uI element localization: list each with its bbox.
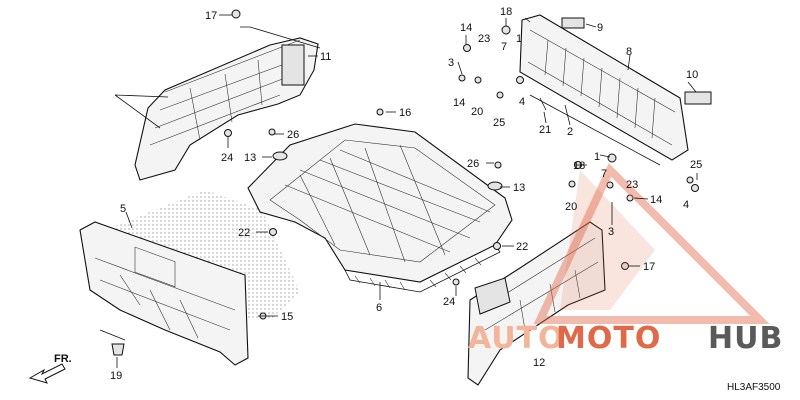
- callout-2: 2: [567, 126, 573, 138]
- callout-12: 12: [533, 357, 545, 369]
- callout-14-mid: 14: [453, 97, 465, 109]
- watermark-triangle: [560, 170, 655, 310]
- latch-part-10: [684, 91, 712, 105]
- callout-17: 17: [205, 10, 217, 22]
- watermark-moto: MOTO: [556, 321, 661, 356]
- diagram-code: HL3AF3500: [727, 382, 781, 393]
- callout-18-lower: 18: [573, 160, 585, 172]
- callout-17-lower: 17: [643, 261, 655, 273]
- callout-13-right: 13: [513, 182, 525, 194]
- callout-25-top: 25: [493, 117, 505, 129]
- callout-18-top: 18: [500, 6, 512, 18]
- callout-13: 13: [244, 152, 256, 164]
- callout-23-top: 23: [478, 33, 490, 45]
- callout-20-lower: 20: [565, 201, 577, 213]
- callout-24: 24: [221, 152, 233, 164]
- callout-5: 5: [120, 203, 126, 215]
- callout-9: 9: [597, 22, 603, 34]
- callout-22: 22: [238, 227, 250, 239]
- callout-7-lower: 7: [601, 168, 607, 180]
- callout-26: 26: [287, 129, 299, 141]
- side-panel-part-12: [467, 221, 606, 386]
- callout-11: 11: [320, 51, 331, 63]
- callout-14-lower: 14: [650, 194, 662, 206]
- leader-lines: [116, 14, 698, 368]
- callout-19: 19: [110, 370, 122, 382]
- callout-8: 8: [626, 46, 632, 58]
- front-arrow: FR.: [28, 353, 72, 384]
- callout-4-lower: 4: [683, 199, 689, 211]
- callout-1-lower: 1: [594, 151, 600, 163]
- tailgate-part-8: [519, 14, 689, 161]
- callout-16: 16: [399, 107, 411, 119]
- callout-26-right: 26: [467, 158, 479, 170]
- callout-6: 6: [376, 302, 382, 314]
- side-panel-part-11: [114, 26, 321, 181]
- fasteners: [111, 9, 699, 356]
- watermark-triangle-outline: [533, 163, 770, 324]
- callout-14-top: 14: [460, 22, 472, 34]
- front-panel-part-5: [79, 221, 249, 366]
- pin-part-21: [539, 97, 547, 111]
- callout-23-lower: 23: [626, 179, 638, 191]
- front-arrow-label: FR.: [54, 353, 72, 365]
- watermark: AUTO MOTO HUB: [468, 321, 783, 356]
- rod-part-2: [529, 94, 661, 166]
- latch-part-9: [561, 17, 585, 29]
- callout-7-top: 7: [501, 41, 507, 53]
- watermark-auto: AUTO: [468, 321, 565, 356]
- callout-21: 21: [539, 124, 551, 136]
- callout-15: 15: [281, 311, 293, 323]
- callout-10: 10: [686, 69, 698, 81]
- callout-3-top: 3: [448, 57, 454, 69]
- callout-3-lower: 3: [608, 226, 614, 238]
- callout-1-top: 1: [516, 33, 522, 45]
- cargo-bed-part-6: [247, 108, 513, 293]
- callout-4-top: 4: [519, 96, 525, 108]
- callout-24-lower: 24: [443, 296, 455, 308]
- callout-20-top: 20: [471, 106, 483, 118]
- watermark-hub: HUB: [708, 321, 783, 356]
- callout-22-right: 22: [516, 241, 528, 253]
- callout-25-lower: 25: [690, 159, 702, 171]
